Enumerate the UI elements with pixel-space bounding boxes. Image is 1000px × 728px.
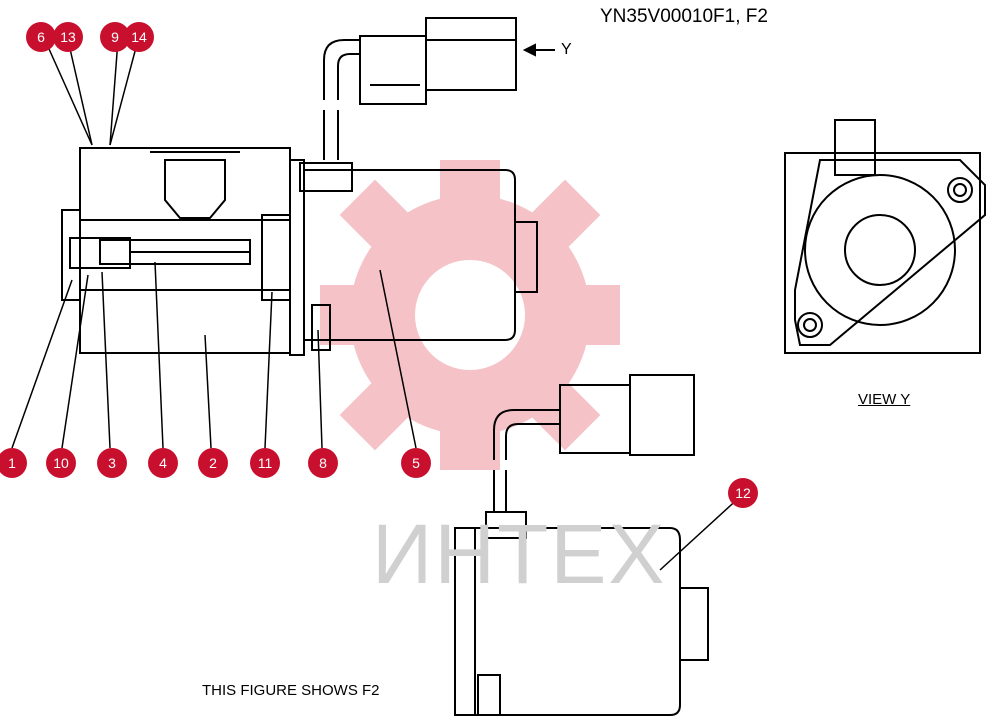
view-y-label: VIEW Y	[858, 391, 911, 408]
callout-9: 9	[100, 22, 130, 52]
leader-lines	[11, 39, 743, 571]
callout-1: 1	[0, 448, 27, 478]
callout-2: 2	[198, 448, 228, 478]
end-cap	[61, 209, 80, 301]
flange	[289, 159, 305, 356]
watermark-gear-logo	[320, 160, 620, 470]
top-port	[164, 159, 226, 219]
callout-10: 10	[46, 448, 76, 478]
cover-plate	[261, 214, 291, 301]
line-art	[61, 17, 986, 716]
callout-5: 5	[401, 448, 431, 478]
view-y-body	[784, 152, 981, 354]
wire	[323, 110, 339, 160]
diagram-title: YN35V00010F1, F2	[600, 6, 768, 27]
callout-8: 8	[308, 448, 338, 478]
arrow-label: Y	[561, 41, 572, 58]
callout-3: 3	[97, 448, 127, 478]
figure-caption: THIS FIGURE SHOWS F2	[202, 682, 380, 699]
terminal-box	[299, 162, 353, 192]
view-y-flange	[794, 159, 986, 346]
f1-coil-nut	[679, 587, 709, 661]
connector-top	[359, 35, 427, 105]
watermark-text: ИНТЕХ	[372, 507, 667, 601]
callout-11: 11	[250, 448, 280, 478]
view-y-connector	[834, 119, 876, 176]
callout-14: 14	[124, 22, 154, 52]
callout-6: 6	[26, 22, 56, 52]
callout-13: 13	[53, 22, 83, 52]
f1-wire	[493, 470, 507, 512]
view-y-coil	[804, 174, 956, 326]
coil-nut	[514, 221, 538, 293]
callout-12: 12	[728, 478, 758, 508]
manual-override	[311, 304, 331, 351]
valve-body	[79, 147, 291, 354]
callout-4: 4	[148, 448, 178, 478]
f1-solenoid-coil	[454, 527, 681, 716]
